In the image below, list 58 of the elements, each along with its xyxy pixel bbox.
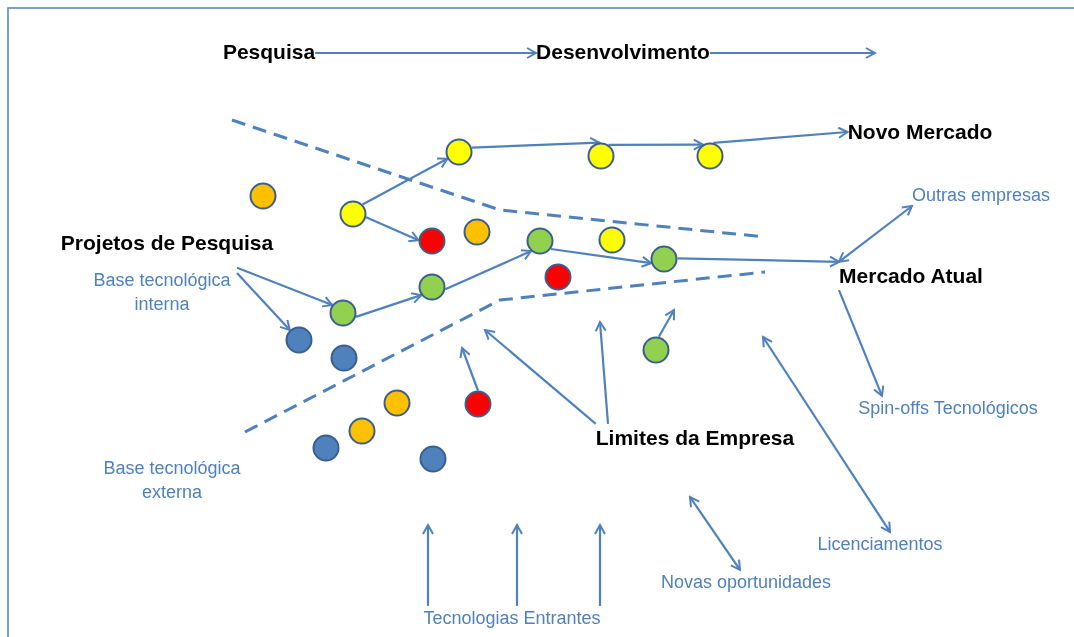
stage-label: Mercado Atual [839,261,983,291]
arrow [838,289,885,397]
arrow [365,216,420,243]
circle-dot [598,226,626,254]
arrow [484,329,597,425]
arrow [608,138,704,151]
circle-dot [329,299,357,327]
circle-dot [696,142,724,170]
arrow [459,347,480,391]
circle-dot [330,344,358,372]
circle-dot [312,434,340,462]
circle-dot [650,245,678,273]
stage-label: Projetos de Pesquisa [60,228,274,258]
arrow [444,249,533,291]
double-arrow [838,205,913,263]
arrow [471,136,601,149]
arrow [594,321,610,424]
circle-dot [445,138,473,166]
stage-label: Limites da Empresa [595,423,795,453]
arrow [355,292,423,318]
double-arrow [689,496,741,571]
circle-dot [383,389,411,417]
circle-dot [418,273,446,301]
stage-label: Pesquisa [222,37,316,67]
annotation-label: Outras empresas [911,182,1051,208]
annotation-label: Licenciamentos [817,531,943,557]
stage-label: Novo Mercado [847,117,993,147]
circle-dot [463,218,491,246]
circle-dot [642,336,670,364]
arrow [315,47,538,59]
circle-dot [464,390,492,418]
arrow [511,524,523,606]
arrow [550,247,653,268]
circle-dot [419,445,447,473]
circle-dot [418,227,446,255]
arrow [422,524,434,606]
arrow [361,157,449,206]
annotation-label: Novas oportunidades [660,569,832,595]
annotation-label: Base tecnológica externa [97,455,247,505]
circle-dot [339,200,367,228]
circle-dot [526,227,554,255]
arrow [594,524,606,606]
arrow [709,47,876,59]
arrow [236,266,334,308]
arrow [236,272,291,332]
circle-dot [285,326,313,354]
arrow [677,255,840,268]
arrow [657,309,675,338]
annotation-label: Base tecnológica interna [87,267,237,317]
annotation-label: Tecnologias Entrantes [423,605,601,631]
double-arrow [762,336,891,533]
annotation-label: Spin-offs Tecnológicos [858,395,1038,421]
stage-label: Desenvolvimento [536,37,710,67]
circle-dot [544,263,572,291]
arrow [713,126,849,144]
circle-dot [348,417,376,445]
circle-dot [587,142,615,170]
circle-dot [249,182,277,210]
